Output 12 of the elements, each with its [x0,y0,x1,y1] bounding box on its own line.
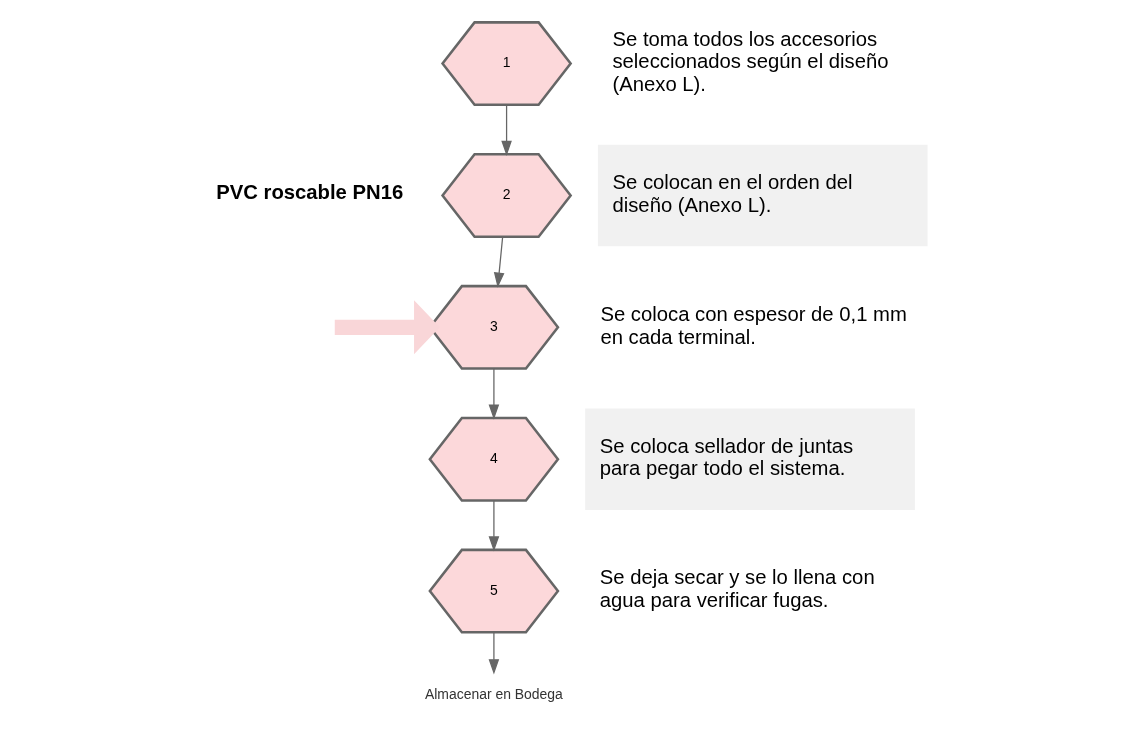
arrow [493,236,505,288]
node-text: Almacenar en Bodega [424,686,563,703]
node-label: Se toma todos los accesorios seleccionados según el diseño (Anexo L). [612,27,889,96]
arrow [501,104,512,156]
node-label: Se coloca con espesor de 0,1 mm en cada terminal. [600,302,907,348]
node-label: Se coloca sellador de juntas para pegar todo el sistema. [599,434,854,480]
arrow [488,500,500,552]
arrow [488,368,500,420]
node-label: Se deja secar y se lo llena con agua para verificar fugas. [599,566,875,612]
label: PVC roscable PN16 [216,181,404,203]
node-label: Se colocan en el orden del diseño (Anexo L). [612,170,853,216]
arrow [488,632,500,675]
